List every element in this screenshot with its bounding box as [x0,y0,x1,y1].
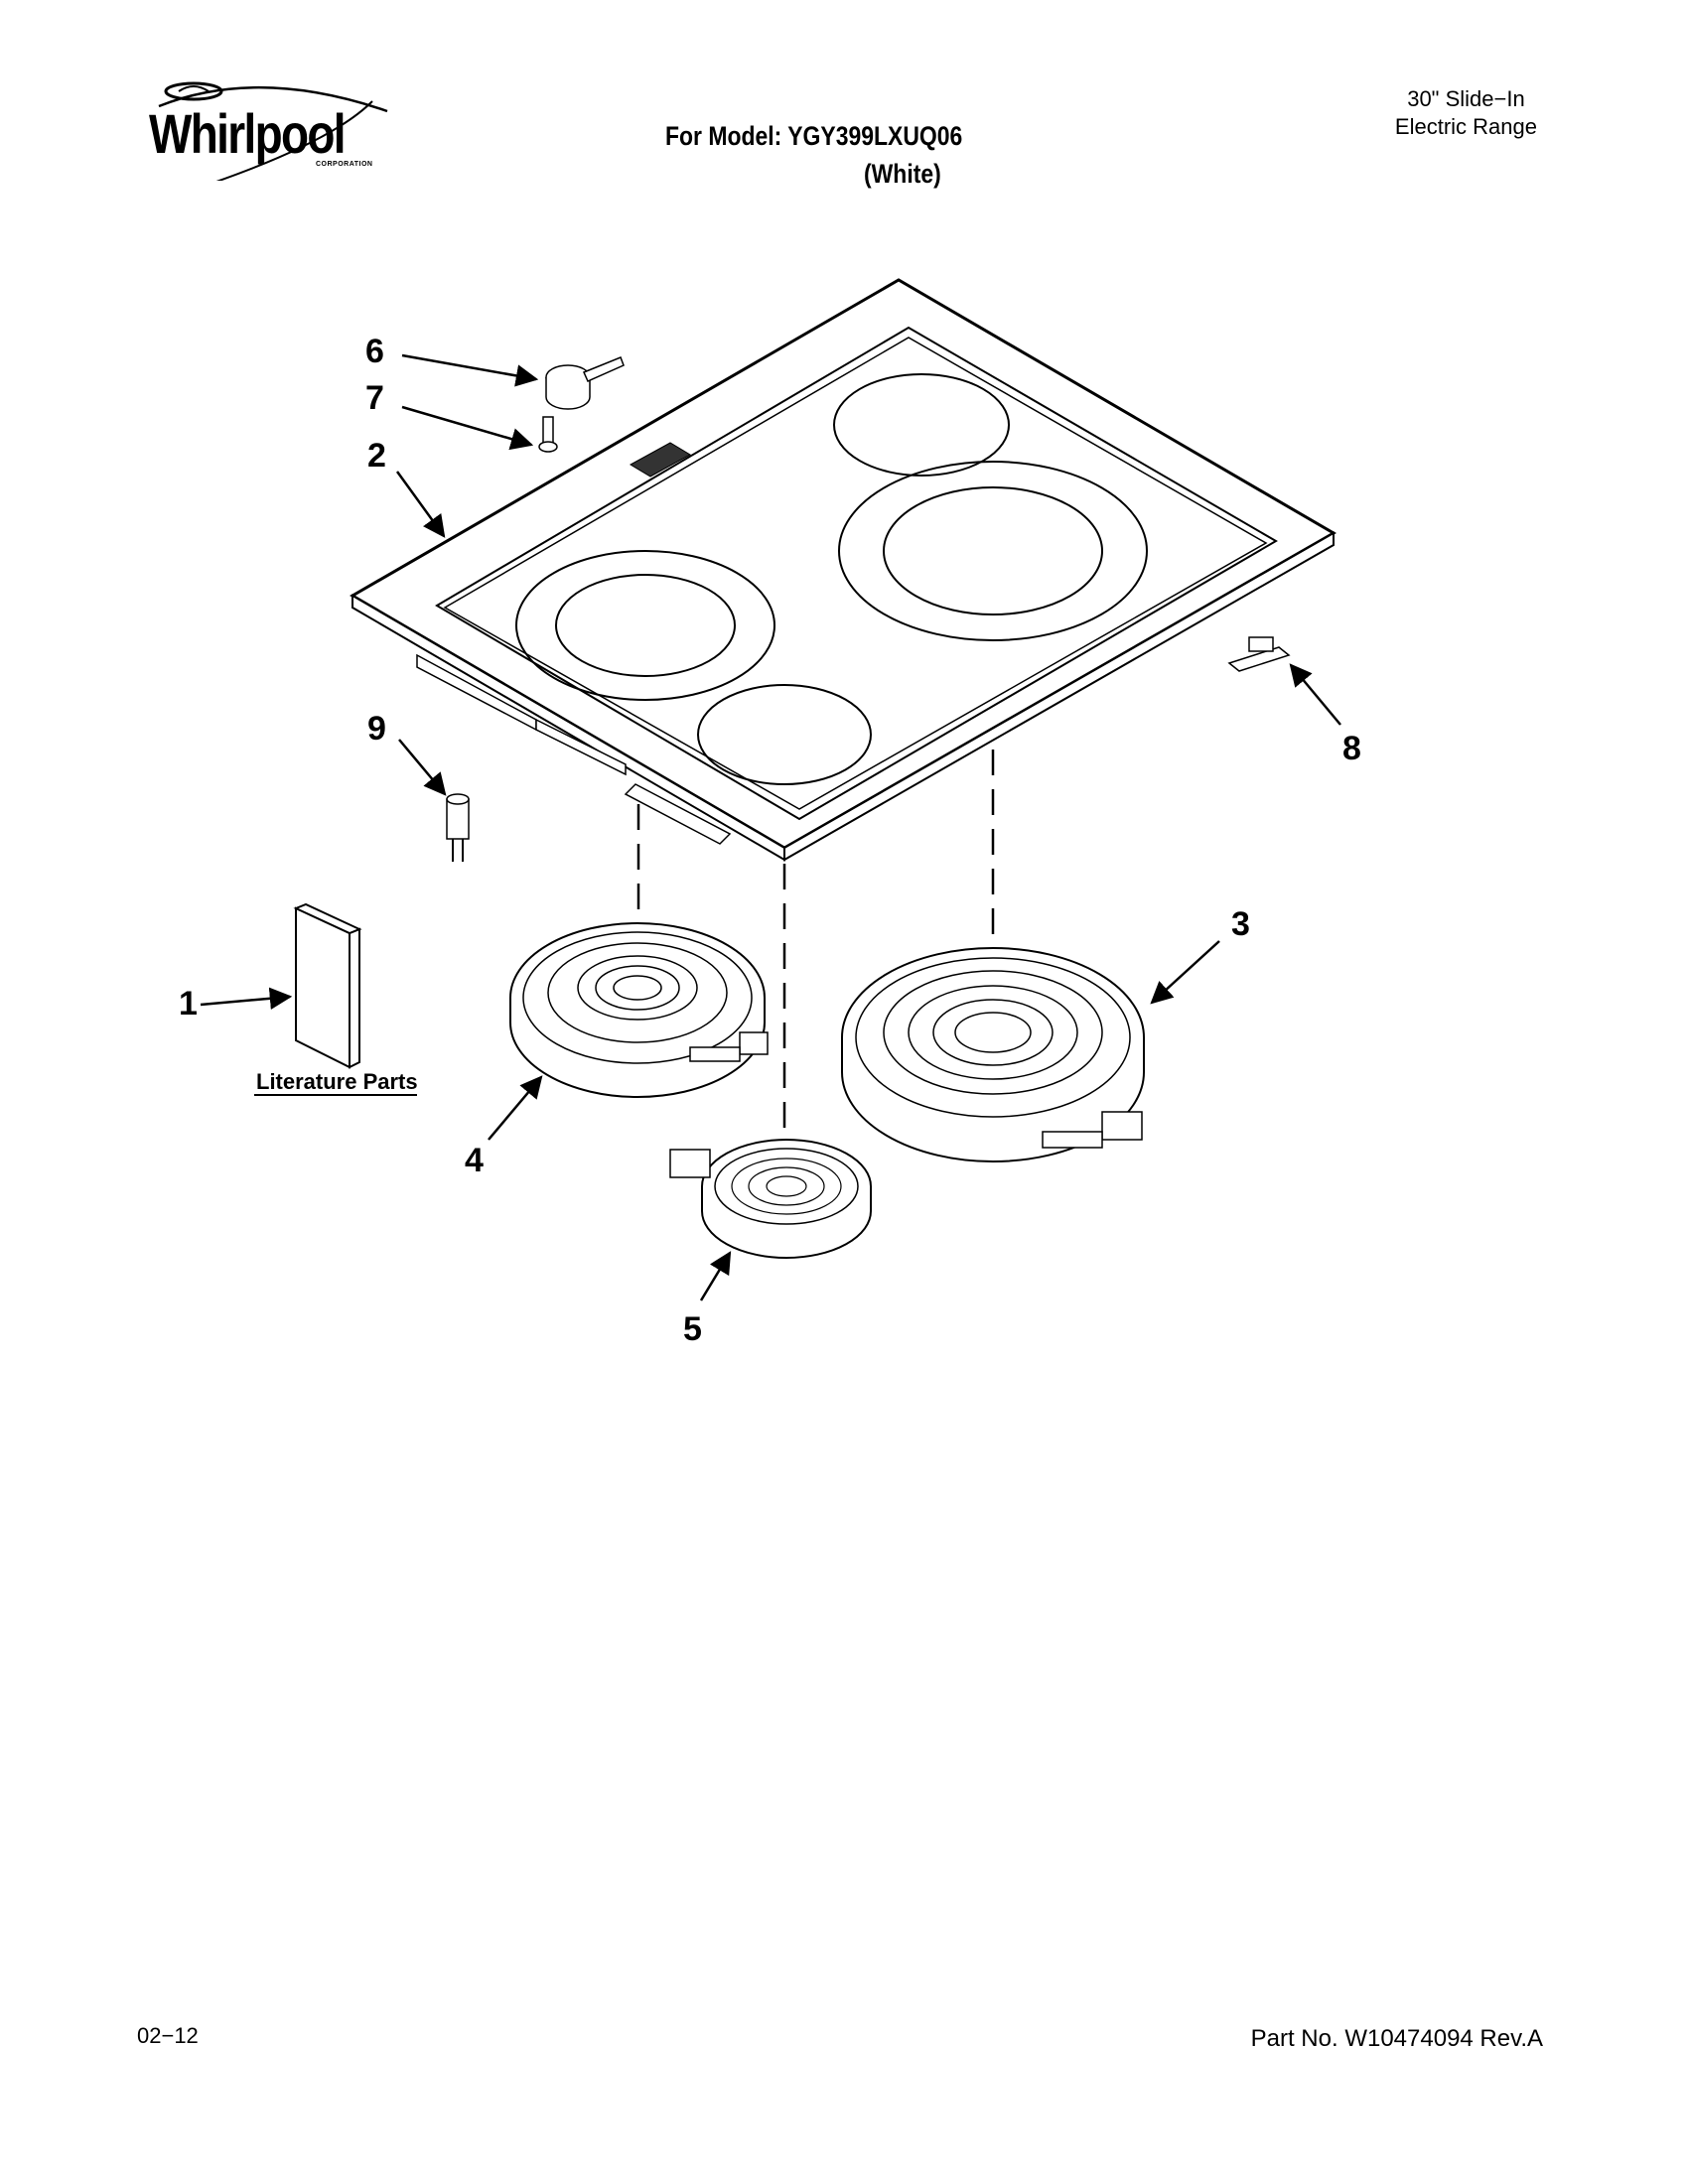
brand-subtitle: CORPORATION [316,161,373,168]
literature-label: Literature Parts [256,1069,418,1094]
part-number: Part No. W10474094 Rev.A [1250,2025,1543,2052]
callout-7: 7 [365,379,384,417]
leader-arrows [200,353,1341,1301]
model-number: For Model: YGY399LXUQ06 [665,121,963,151]
callout-9: 9 [367,710,386,748]
surface-element-left [509,922,769,1098]
bracket-part [1227,636,1291,672]
range-type-line2: Electric Range [1394,114,1537,139]
callout-6: 6 [365,333,384,370]
radiant-element-small [669,1139,872,1259]
limiter-part [545,356,625,410]
cooktop-glass [350,278,1336,862]
revision-date: 02−12 [137,2023,199,2048]
callout-1: 1 [179,985,198,1023]
literature-book [293,902,362,1069]
indicator-part [446,793,470,862]
callout-3: 3 [1231,905,1250,943]
surface-element-right [841,947,1145,1162]
range-type-line1: 30" Slide−In [1407,86,1525,111]
callout-8: 8 [1342,730,1361,767]
brand-name: Whirlpool [149,102,347,165]
screw-part [538,416,558,453]
range-type: 30" Slide−In Electric Range [1395,85,1537,141]
callout-4: 4 [465,1142,484,1179]
logo-swoosh-icon [158,81,388,181]
callout-2: 2 [367,437,386,475]
callout-5: 5 [683,1310,702,1348]
whirlpool-logo: Whirlpool CORPORATION [139,71,407,181]
model-color: (White) [864,159,941,189]
